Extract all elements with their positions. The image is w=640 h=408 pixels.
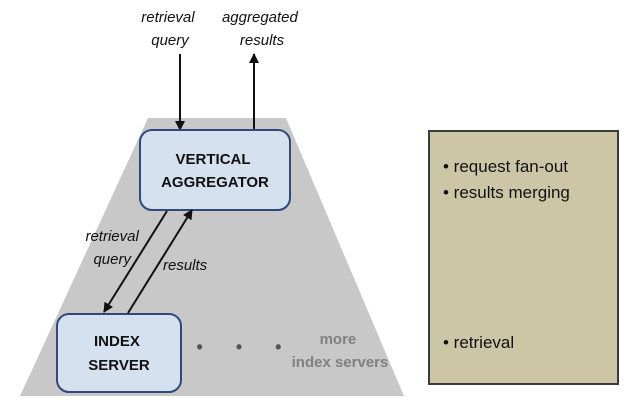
vertical-aggregator-label: VERTICAL AGGREGATOR	[161, 151, 269, 191]
index-server-node: INDEX SERVER	[56, 313, 182, 393]
vertical-aggregator-node: VERTICAL AGGREGATOR	[139, 129, 291, 211]
more-index-servers-label: more index servers	[292, 331, 389, 371]
top-aggregated-results-label: aggregated results	[222, 9, 302, 49]
legend-panel: • request fan-out • results merging • re…	[428, 130, 619, 385]
middle-retrieval-query-label: retrieval query	[85, 228, 143, 268]
legend-item-retrieval: • retrieval	[443, 333, 514, 352]
top-retrieval-query-label: retrieval query	[141, 9, 199, 49]
index-server-label: INDEX SERVER	[88, 333, 150, 374]
legend-item-results-merging: • results merging	[443, 183, 570, 202]
legend-item-request-fan-out: • request fan-out	[443, 157, 568, 176]
ellipsis-dots: • • •	[197, 337, 296, 357]
query-to-index-arrow	[103, 210, 168, 313]
middle-results-label: results	[163, 257, 208, 274]
results-to-aggregator-arrow	[127, 209, 193, 314]
